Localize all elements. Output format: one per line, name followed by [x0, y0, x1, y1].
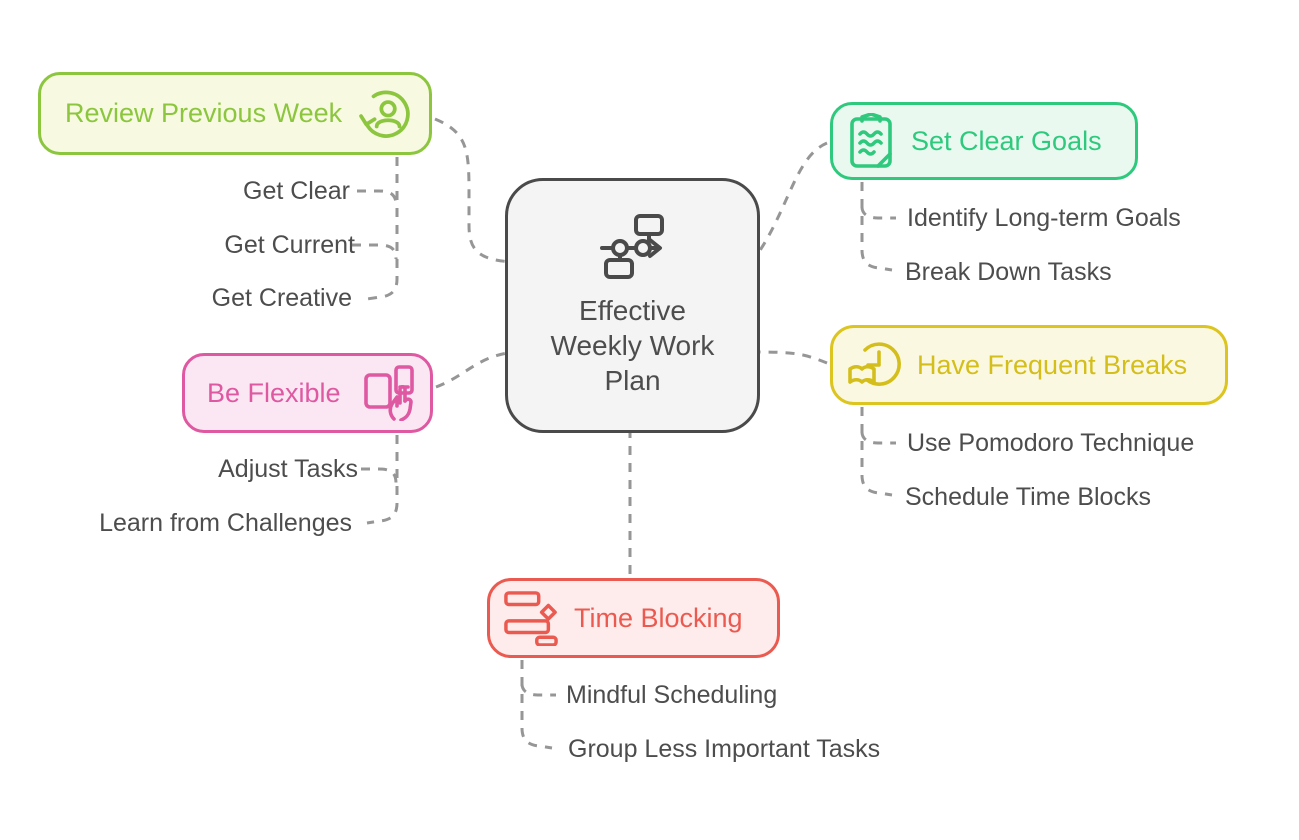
node-have-frequent-breaks[interactable]: Have Frequent Breaks [830, 325, 1228, 405]
node-be-flexible[interactable]: Be Flexible [182, 353, 433, 433]
connector-timeblocking-trunk [520, 660, 553, 750]
connector-breaks-trunk [860, 407, 893, 497]
clock-book-icon [847, 339, 903, 391]
gantt-chart-icon [504, 590, 558, 646]
review-person-icon [359, 87, 413, 141]
sub-item-get-clear[interactable]: Get Clear [243, 177, 350, 205]
connector-pomodoro [860, 431, 896, 445]
center-title-line: Plan [604, 365, 661, 396]
center-title: Effective Weekly Work Plan [551, 293, 715, 398]
connector-flexible-trunk [366, 435, 399, 525]
connector-identify-goals [860, 206, 896, 220]
sub-item-mindful-scheduling[interactable]: Mindful Scheduling [566, 681, 778, 709]
connector-get-clear [357, 189, 398, 206]
center-title-line: Effective [579, 295, 686, 326]
node-label: Time Blocking [574, 602, 743, 633]
flowchart-icon [595, 213, 671, 279]
node-label: Set Clear Goals [911, 125, 1102, 156]
connector-mindful [520, 683, 556, 697]
node-label: Be Flexible [207, 377, 341, 408]
devices-hand-icon [364, 365, 422, 421]
center-node[interactable]: Effective Weekly Work Plan [505, 178, 760, 433]
node-label: Review Previous Week [65, 98, 343, 128]
sub-item-get-current[interactable]: Get Current [224, 231, 355, 259]
node-review-previous-week[interactable]: Review Previous Week [38, 72, 432, 155]
clipboard-list-icon [849, 113, 893, 169]
center-title-line: Weekly Work [550, 330, 715, 361]
sub-item-adjust-tasks[interactable]: Adjust Tasks [218, 455, 358, 483]
sub-item-group-less-important-tasks[interactable]: Group Less Important Tasks [568, 735, 881, 763]
node-label: Have Frequent Breaks [917, 349, 1188, 380]
connector-flexible-to-center [435, 350, 517, 389]
sub-item-get-creative[interactable]: Get Creative [211, 284, 352, 312]
sub-item-schedule-time-blocks[interactable]: Schedule Time Blocks [905, 483, 1151, 511]
sub-item-break-down-tasks[interactable]: Break Down Tasks [905, 258, 1112, 286]
connector-get-current [352, 243, 398, 260]
sub-item-identify-long-term-goals[interactable]: Identify Long-term Goals [907, 204, 1181, 232]
node-time-blocking[interactable]: Time Blocking [487, 578, 780, 658]
connector-goals-to-center [750, 141, 828, 263]
node-set-clear-goals[interactable]: Set Clear Goals [830, 102, 1138, 180]
sub-item-learn-from-challenges[interactable]: Learn from Challenges [99, 509, 352, 537]
connector-goals-trunk [860, 182, 893, 272]
connector-review-trunk [366, 157, 399, 301]
connector-breaks-to-center [751, 350, 828, 365]
sub-item-use-pomodoro-technique[interactable]: Use Pomodoro Technique [907, 429, 1195, 457]
connector-review-to-center [434, 117, 517, 264]
connector-adjust-tasks [361, 467, 398, 484]
